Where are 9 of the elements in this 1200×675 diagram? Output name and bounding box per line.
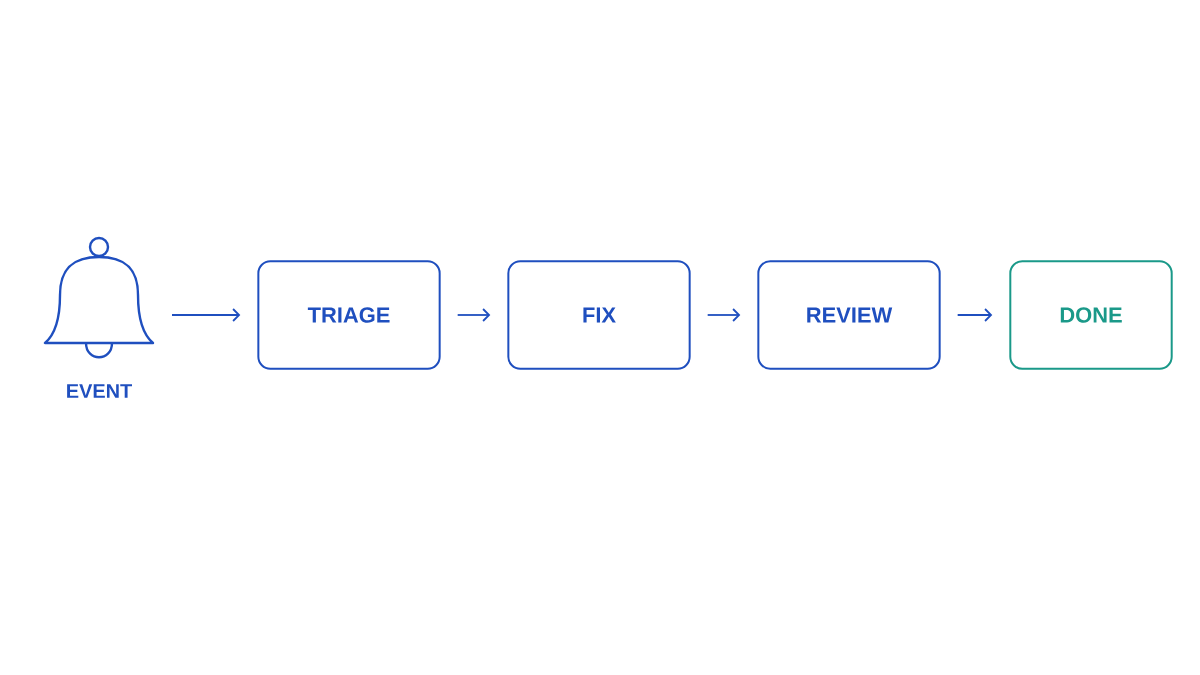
process-box: TRIAGE <box>257 260 441 370</box>
arrow <box>706 308 741 322</box>
arrow <box>456 308 491 322</box>
arrow <box>171 308 241 322</box>
node-label: EVENT <box>67 384 132 398</box>
process-box: DONE <box>1009 260 1173 370</box>
process-box: REVIEW <box>757 260 941 370</box>
process-box: FIX <box>507 260 691 370</box>
arrow <box>956 308 993 322</box>
